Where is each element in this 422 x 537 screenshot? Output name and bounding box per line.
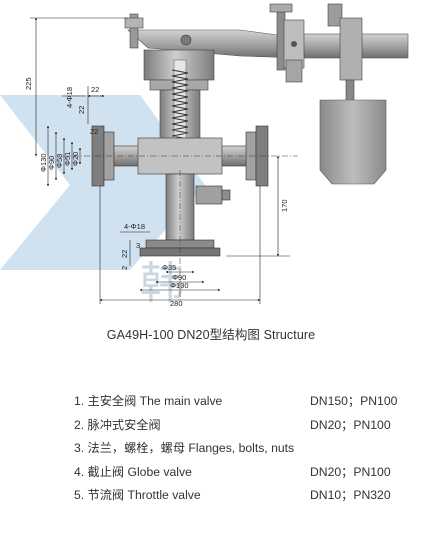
dim-phi90: Φ90 [47,156,56,170]
parts-list: 1. 主安全阀 The main valve DN150；PN100 2. 脉冲… [74,392,414,510]
list-item: 4. 截止阀 Globe valve DN20；PN100 [74,463,414,487]
dim-phi90-bottom: Φ90 [172,273,186,282]
list-item: 3. 法兰，螺栓，螺母 Flanges, bolts, nuts [74,439,414,463]
lever-assembly [124,3,409,185]
dimension-lines [30,17,290,304]
valve-structure-drawing: 韩 [0,3,409,309]
dim-phi35: Φ35 [162,263,176,272]
part-spec: DN150；PN100 [310,394,398,408]
part-description: 4. 截止阀 Globe valve [74,464,192,479]
dim-2: 2 [120,266,129,270]
list-item: 2. 脉冲式安全阀 DN20；PN100 [74,416,414,440]
figure-caption: GA49H-100 DN20型结构图 Structure [106,328,316,342]
list-item: 1. 主安全阀 The main valve DN150；PN100 [74,392,414,416]
dim-flange-holes-bottom: 4-Φ18 [124,222,145,231]
dim-phi20: Φ20 [71,152,80,166]
part-description: 2. 脉冲式安全阀 [74,417,161,432]
part-description: 3. 法兰，螺栓，螺母 Flanges, bolts, nuts [74,441,295,455]
dim-22-left: 22 [77,106,86,114]
dim-22-right: 22 [90,127,98,136]
dim-22-bottom: 22 [120,250,129,258]
horizontal-body [62,125,298,187]
part-spec: DN20；PN100 [310,417,391,432]
part-spec: DN10；PN320 [310,488,391,502]
vertical-body [139,170,231,300]
part-description: 1. 主安全阀 The main valve [74,394,223,408]
dim-phi51: Φ51 [63,152,72,166]
dim-3: 3 [136,241,140,250]
dim-phi130: Φ130 [39,154,48,173]
dim-225: 225 [24,77,33,90]
dimension-labels: 225 4-Φ18 22 22 Φ130 Φ90 Φ58 Φ51 Φ20 22 … [24,77,289,308]
dim-280: 280 [170,299,183,308]
list-item: 5. 节流阀 Throttle valve DN10；PN320 [74,486,414,510]
part-description: 5. 节流阀 Throttle valve [74,488,201,502]
dim-22-top: 22 [91,85,99,94]
dim-170: 170 [280,199,289,212]
dim-phi58: Φ58 [55,154,64,168]
part-spec: DN20；PN100 [310,464,391,479]
dim-flange-holes-top: 4-Φ18 [65,87,74,108]
dim-phi130-bottom: Φ130 [170,281,189,290]
